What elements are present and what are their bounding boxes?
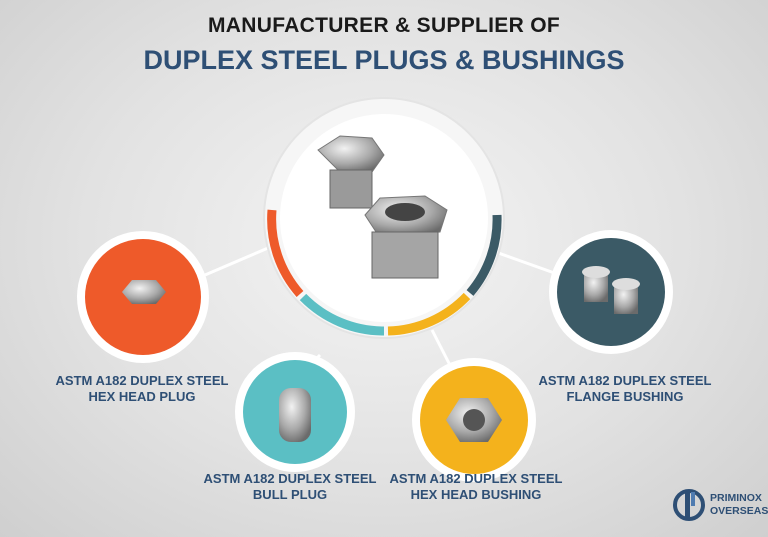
company-logo: PRIMINOX OVERSEAS: [672, 488, 768, 522]
label-line2: BULL PLUG: [252, 487, 328, 502]
label-flange-bushing: ASTM A182 DUPLEX STEEL FLANGE BUSHING: [505, 373, 745, 405]
label-line1: ASTM A182 DUPLEX STEEL: [203, 471, 377, 486]
page-title: DUPLEX STEEL PLUGS & BUSHINGS: [143, 45, 625, 75]
label-hex-head-bushing: ASTM A182 DUPLEX STEEL HEX HEAD BUSHING: [356, 471, 596, 503]
label-bull-plug: ASTM A182 DUPLEX STEEL BULL PLUG: [170, 471, 410, 503]
label-hex-head-plug: ASTM A182 DUPLEX STEEL HEX HEAD PLUG: [22, 373, 262, 405]
bull-plug-thumb: [279, 388, 311, 442]
label-line2: FLANGE BUSHING: [566, 389, 684, 404]
label-line2: HEX HEAD BUSHING: [410, 487, 542, 502]
flange-bushing-circle: [557, 238, 665, 346]
flange-bushing-thumb: [582, 266, 640, 314]
header-line1: MANUFACTURER & SUPPLIER OF: [208, 14, 560, 37]
label-line1: ASTM A182 DUPLEX STEEL: [538, 373, 712, 388]
hex-plug-image: [317, 135, 385, 209]
center-arcs: [267, 209, 502, 336]
label-line1: ASTM A182 DUPLEX STEEL: [55, 373, 229, 388]
logo-icon: [673, 489, 705, 521]
hex-plug-thumb: [122, 280, 166, 304]
logo-line1: PRIMINOX: [710, 492, 762, 504]
label-line2: HEX HEAD PLUG: [88, 389, 196, 404]
hex-bushing-image: [364, 195, 448, 279]
label-line1: ASTM A182 DUPLEX STEEL: [389, 471, 563, 486]
logo-line2: OVERSEAS: [710, 505, 768, 517]
